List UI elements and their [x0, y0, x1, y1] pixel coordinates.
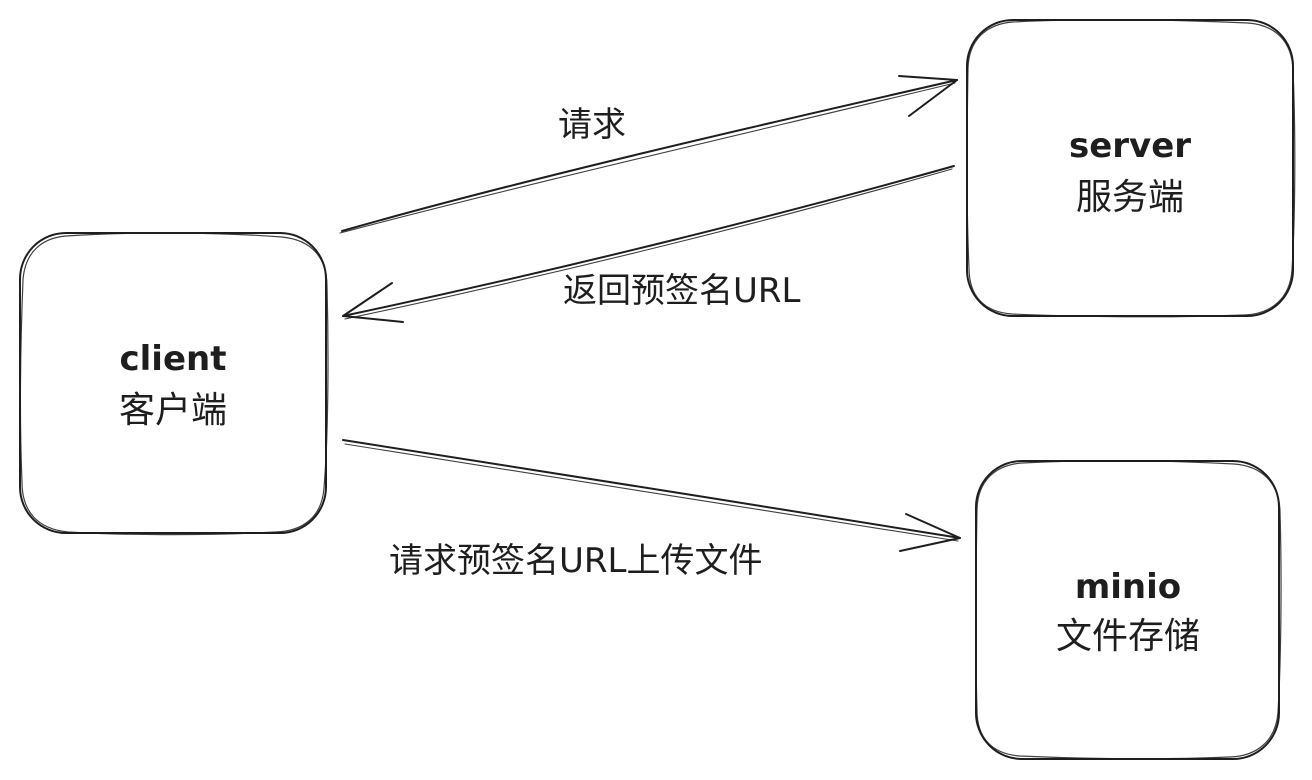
edge-request-line-sketch	[339, 82, 956, 234]
server-subtitle: 服务端	[1076, 177, 1184, 218]
server-title: server	[1069, 126, 1191, 166]
edge-request: 请求	[339, 75, 958, 234]
minio-subtitle: 文件存储	[1056, 616, 1200, 657]
minio-node: minio 文件存储	[975, 460, 1282, 760]
edge-upload-line-sketch	[344, 443, 959, 542]
edge-request-arrowhead	[898, 75, 958, 117]
edge-upload-label: 请求预签名URL上传文件	[389, 541, 762, 581]
client-subtitle: 客户端	[119, 390, 227, 431]
client-box	[19, 232, 327, 534]
client-node: client 客户端	[19, 232, 329, 536]
edge-request-label: 请求	[558, 105, 626, 145]
edge-return-url-label: 返回预签名URL	[563, 271, 801, 311]
edge-upload: 请求预签名URL上传文件	[342, 439, 961, 581]
edge-return-url-line-sketch	[344, 168, 953, 320]
client-title: client	[120, 339, 227, 379]
minio-box	[975, 460, 1280, 760]
minio-title: minio	[1075, 567, 1181, 607]
edge-return-url-arrowhead	[342, 282, 404, 323]
edge-return-url-line	[342, 165, 955, 317]
edge-upload-arrowhead	[899, 513, 961, 552]
edge-request-line	[341, 79, 958, 232]
edge-upload-line	[342, 439, 961, 539]
client-box-sketch	[19, 232, 329, 536]
server-node: server 服务端	[966, 19, 1296, 318]
server-box-sketch	[966, 19, 1296, 318]
edge-return-url: 返回预签名URL	[342, 165, 955, 323]
minio-box-sketch	[975, 460, 1282, 760]
server-box	[966, 19, 1294, 317]
